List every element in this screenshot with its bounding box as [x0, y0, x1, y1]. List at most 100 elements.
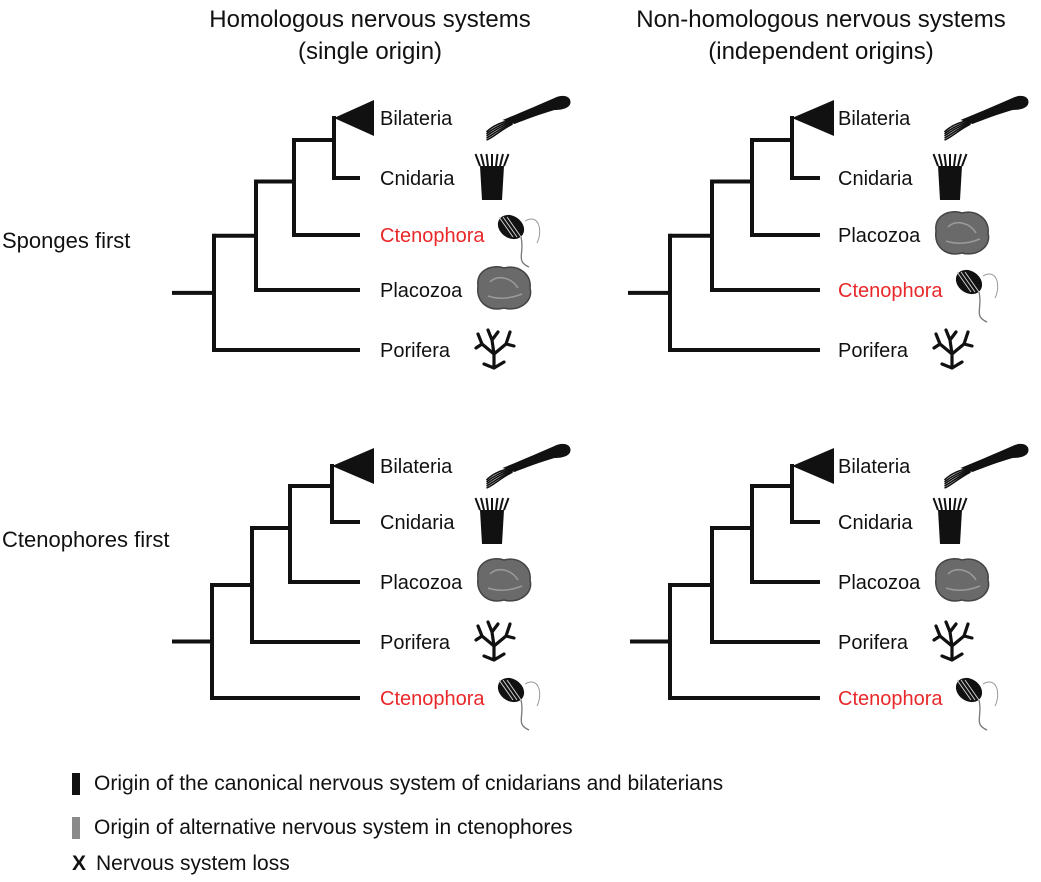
- octopus-arm: [485, 468, 513, 483]
- taxon-label-ctenophora: Ctenophora: [838, 688, 943, 710]
- octopus-arm: [943, 120, 971, 135]
- column-title-homologous-line2: (single origin): [297, 38, 443, 65]
- octopus-arm: [944, 470, 971, 487]
- octopus-icon: [485, 443, 571, 489]
- sponge-branches: [474, 620, 516, 662]
- sponge-icon: [474, 328, 516, 370]
- placozoan-texture: [945, 222, 981, 244]
- octopus-arm: [943, 468, 971, 483]
- legend-alternative-text: Origin of alternative nervous system in …: [94, 816, 573, 839]
- anemone-tentacle: [957, 153, 962, 167]
- taxon-label-cnidaria: Cnidaria: [380, 512, 455, 534]
- taxon-label-cnidaria: Cnidaria: [838, 512, 913, 534]
- column-title-non-homologous: Non-homologous nervous systems (independ…: [601, 4, 1041, 68]
- placozoan-texture: [945, 569, 981, 591]
- comb-jelly-icon: [955, 677, 999, 731]
- octopus-arm: [485, 467, 513, 481]
- taxon-label-placozoa: Placozoa: [838, 225, 921, 247]
- taxon-label-bilateria: Bilateria: [380, 456, 453, 478]
- octopus-arm: [485, 119, 513, 133]
- anemone-tentacle: [495, 153, 499, 167]
- black-bar-icon: [72, 773, 80, 795]
- legend-alternative: Origin of alternative nervous system in …: [72, 816, 573, 840]
- column-title-homologous: Homologous nervous systems (single origi…: [150, 4, 590, 68]
- anemone-tentacle: [932, 497, 939, 511]
- placozoan-icon: [477, 558, 532, 602]
- anemone-tentacle: [495, 497, 499, 511]
- octopus-arm: [486, 470, 513, 487]
- anemone-icon: [474, 497, 510, 544]
- comb-jelly-body: [497, 214, 525, 240]
- comb-jelly-tentacle: [524, 218, 541, 244]
- anemone-tentacle: [957, 497, 962, 511]
- octopus-icon: [943, 95, 1029, 141]
- phylogeny-diagram: BilateriaCnidariaCtenophoraPlacozoaPorif…: [172, 95, 1029, 731]
- taxon-label-placozoa: Placozoa: [380, 280, 463, 302]
- anemone-tentacle: [943, 497, 947, 511]
- legend-canonical-text: Origin of the canonical nervous system o…: [94, 772, 724, 795]
- comb-row: [498, 679, 514, 701]
- tree-sponges-first-homologous: BilateriaCnidariaCtenophoraPlacozoaPorif…: [172, 95, 571, 370]
- bilateria-clade-triangle: [792, 448, 834, 484]
- tree-ctenophores-first-homologous: BilateriaCnidariaPlacozoaPoriferaCtenoph…: [172, 443, 571, 731]
- octopus-arm: [486, 123, 513, 141]
- taxon-label-bilateria: Bilateria: [838, 456, 911, 478]
- comb-jelly-icon: [497, 677, 541, 731]
- octopus-arm: [486, 121, 513, 137]
- anemone-body: [480, 510, 504, 544]
- sponge-branches: [474, 328, 516, 370]
- comb-row: [498, 216, 514, 238]
- octopus-arm: [943, 467, 971, 481]
- bilateria-clade-triangle: [332, 448, 374, 484]
- taxon-label-cnidaria: Cnidaria: [380, 168, 455, 190]
- placozoan-texture: [487, 569, 523, 591]
- comb-row: [960, 679, 976, 701]
- anemone-tentacle: [938, 497, 943, 511]
- octopus-body: [502, 443, 571, 472]
- anemone-body: [480, 166, 504, 200]
- comb-jelly-tentacle: [520, 236, 530, 268]
- sponge-icon: [932, 620, 974, 662]
- tree-sponges-first-non-homologous: BilateriaCnidariaPlacozoaCtenophoraPorif…: [628, 95, 1029, 370]
- anemone-tentacle: [503, 497, 510, 511]
- loss-x-icon: X: [72, 852, 87, 875]
- anemone-tentacle: [938, 153, 943, 167]
- gray-bar-icon: [72, 817, 80, 839]
- legend-loss: X Nervous system loss: [72, 852, 290, 876]
- sponge-branches: [932, 620, 974, 662]
- sponge-icon: [932, 328, 974, 370]
- row-label-ctenophores-first: Ctenophores first: [2, 527, 170, 552]
- anemone-tentacle: [499, 153, 504, 167]
- anemone-tentacle: [953, 153, 957, 167]
- taxon-label-placozoa: Placozoa: [838, 572, 921, 594]
- comb-jelly-body: [497, 677, 525, 703]
- anemone-tentacle: [953, 497, 957, 511]
- placozoan-texture: [487, 277, 523, 299]
- placozoan-body: [477, 266, 532, 310]
- octopus-icon: [943, 443, 1029, 489]
- comb-row: [506, 679, 522, 701]
- placozoan-body: [935, 558, 990, 602]
- octopus-arm: [944, 469, 971, 485]
- comb-jelly-tentacle: [982, 273, 999, 299]
- octopus-arm: [486, 471, 513, 489]
- taxon-label-ctenophora: Ctenophora: [838, 280, 943, 302]
- taxon-label-ctenophora: Ctenophora: [380, 688, 485, 710]
- octopus-arm: [943, 119, 971, 133]
- placozoan-body: [477, 558, 532, 602]
- taxon-label-porifera: Porifera: [838, 340, 909, 362]
- octopus-icon: [485, 95, 571, 141]
- octopus-arm: [486, 122, 513, 139]
- anemone-icon: [932, 497, 968, 544]
- taxon-label-porifera: Porifera: [380, 632, 451, 654]
- comb-row: [964, 679, 980, 701]
- anemone-tentacle: [961, 497, 968, 511]
- anemone-tentacle: [474, 153, 481, 167]
- anemone-tentacle: [485, 153, 489, 167]
- anemone-tentacle: [499, 497, 504, 511]
- legend-loss-text: Nervous system loss: [96, 852, 290, 875]
- comb-jelly-tentacle: [982, 681, 999, 707]
- octopus-arm: [944, 122, 971, 139]
- row-label-sponges-first: Sponges first: [2, 228, 131, 253]
- taxon-label-placozoa: Placozoa: [380, 572, 463, 594]
